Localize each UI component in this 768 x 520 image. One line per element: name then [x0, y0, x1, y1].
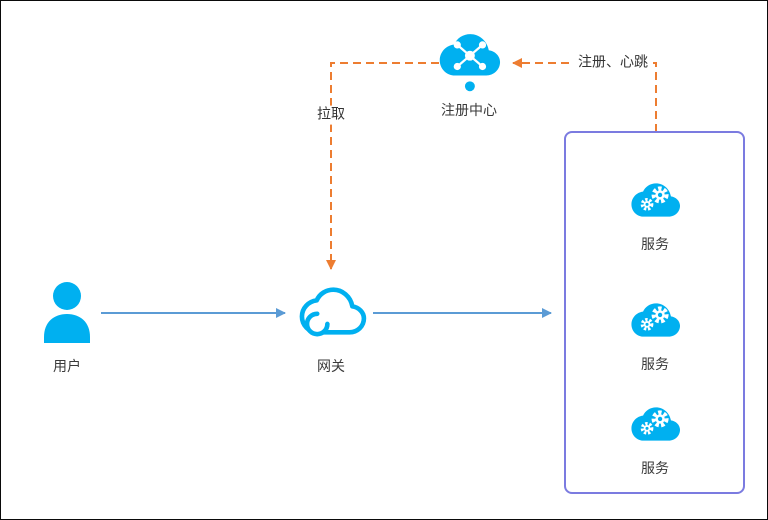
user-icon [44, 282, 90, 343]
pull-edge-label: 拉取 [312, 105, 350, 125]
gear-icon [640, 198, 654, 211]
service-icon [631, 407, 681, 441]
edge-services-to-registry-register [512, 58, 657, 132]
register-heartbeat-edge-label: 注册、心跳 [573, 53, 653, 73]
gateway-label: 网关 [317, 359, 345, 375]
gear-icon [640, 422, 654, 435]
service-label: 服务 [641, 237, 669, 253]
gear-icon [651, 186, 669, 204]
service-icon [631, 183, 681, 217]
edge-registry-to-gateway-pull [326, 62, 439, 270]
gear-icon [640, 318, 654, 331]
user-label: 用户 [53, 359, 81, 375]
service-icon [631, 303, 681, 337]
services-box: 服务 服务 服务 [564, 131, 745, 494]
registry-label: 注册中心 [441, 103, 497, 119]
service-label: 服务 [641, 357, 669, 373]
service-label: 服务 [641, 461, 669, 477]
registry-icon [439, 34, 501, 92]
gateway-icon [299, 287, 367, 337]
